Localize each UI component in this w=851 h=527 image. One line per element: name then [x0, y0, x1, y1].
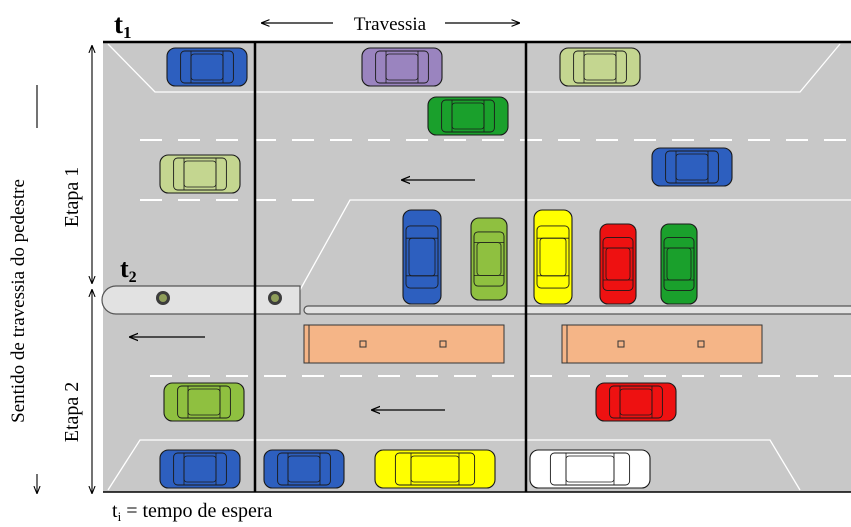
car-v-3 — [533, 209, 573, 305]
cars — [159, 47, 733, 489]
car-h-5 — [159, 154, 241, 194]
car-h-10 — [263, 449, 345, 489]
car-v-4 — [599, 223, 637, 305]
car-h-4 — [427, 96, 509, 136]
bus-1 — [303, 324, 505, 364]
pedestrian-icon-2 — [268, 291, 282, 305]
traffic-arrows — [130, 180, 475, 410]
footnote: ti = tempo de espera — [112, 500, 273, 524]
car-v-2 — [470, 217, 508, 301]
etapa2-label: Etapa 2 — [61, 382, 83, 443]
car-h-8 — [595, 382, 677, 422]
car-h-2 — [361, 47, 443, 87]
lane-markings — [105, 43, 851, 491]
car-h-11 — [374, 449, 496, 489]
car-h-12 — [529, 449, 651, 489]
car-v-1 — [402, 209, 442, 305]
t1-label: t1 — [114, 9, 132, 42]
pedestrian-icon-1 — [156, 291, 170, 305]
etapa1-label: Etapa 1 — [61, 167, 83, 228]
sentido-label: Sentido de travessia do pedestre — [8, 179, 29, 423]
car-h-6 — [651, 147, 733, 187]
car-v-5 — [660, 223, 698, 305]
car-h-3 — [559, 47, 641, 87]
car-h-1 — [166, 47, 248, 87]
car-h-9 — [159, 449, 241, 489]
car-h-7 — [163, 382, 245, 422]
bus-2 — [561, 324, 763, 364]
refuge-island — [101, 285, 851, 315]
travessia-label: Travessia — [354, 14, 427, 35]
t2-label: t2 — [120, 254, 137, 286]
